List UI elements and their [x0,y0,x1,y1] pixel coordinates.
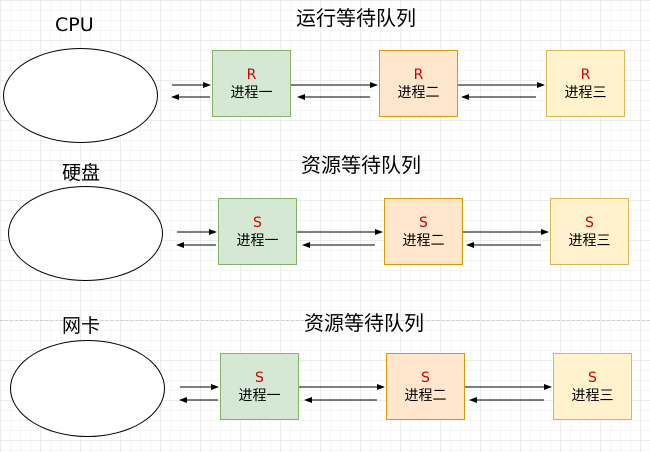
process-box: S 进程三 [553,353,632,420]
process-name: 进程三 [568,232,611,249]
process-name: 进程三 [564,84,607,101]
process-state: S [419,214,428,231]
process-box: S 进程二 [384,198,463,265]
process-name: 进程二 [404,387,447,404]
queue-title-resource: 资源等待队列 [301,153,421,177]
device-label-nic: 网卡 [62,315,101,337]
grid-divider [0,320,650,321]
device-label-disk: 硬盘 [62,162,101,184]
process-state: S [253,214,262,231]
process-state: S [588,369,597,386]
process-name: 进程三 [571,387,614,404]
queue-title-run: 运行等待队列 [296,6,416,30]
process-name: 进程二 [402,232,445,249]
process-box: R 进程三 [546,50,625,117]
process-name: 进程二 [397,84,440,101]
device-ellipse-cpu [3,48,158,143]
process-box: R 进程二 [379,50,458,117]
process-state: R [413,66,424,83]
process-state: S [255,369,264,386]
process-state: R [246,66,257,83]
process-box: S 进程三 [550,198,629,265]
process-box: R 进程一 [212,50,291,117]
process-name: 进程一 [238,387,281,404]
device-ellipse-nic [10,340,165,437]
queue-title-resource: 资源等待队列 [304,311,424,335]
process-name: 进程一 [230,84,273,101]
device-label-cpu: CPU [55,14,94,36]
process-name: 进程一 [236,232,279,249]
process-state: S [585,214,594,231]
process-state: S [421,369,430,386]
device-ellipse-disk [8,186,163,281]
process-box: S 进程一 [218,198,297,265]
process-box: S 进程二 [386,353,465,420]
process-state: R [580,66,591,83]
process-box: S 进程一 [220,353,299,420]
